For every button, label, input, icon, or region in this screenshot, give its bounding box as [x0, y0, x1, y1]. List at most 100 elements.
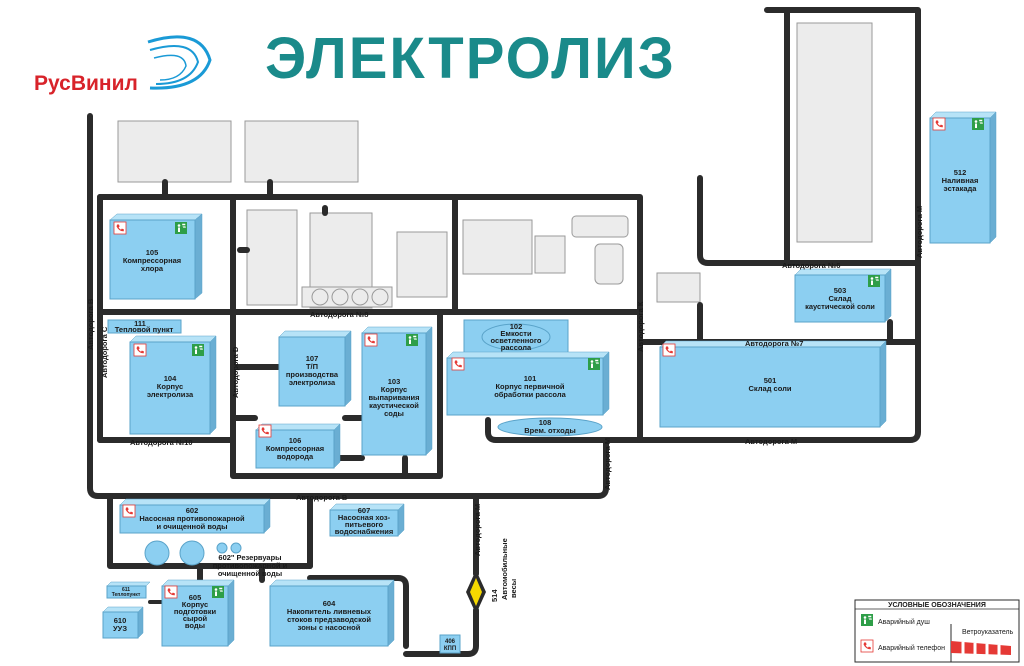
reservoirs-602[interactable]: 602" Резервуары противопожарной и очищен…	[144, 540, 288, 578]
building-111-line-2: Тепловой пункт	[115, 325, 174, 334]
reservoirs-602-line-3: очищенной воды	[218, 569, 282, 578]
building-501-line-2: Склад соли	[749, 384, 792, 393]
building-611[interactable]: 611 Теплопункт	[106, 581, 151, 599]
shower-icon[interactable]	[867, 274, 881, 288]
building-406-line-2: КПП	[444, 646, 456, 652]
road-label-m: Автодорога М	[745, 437, 797, 446]
building-604-line-4: зоны с насосной	[298, 623, 361, 632]
building-101[interactable]: 101 Корпус первичной обработки рассола	[446, 351, 610, 416]
building-512-line-2: Наливная	[942, 176, 979, 185]
phone-icon[interactable]	[932, 117, 946, 131]
rusvinil-logo: РусВинил	[34, 35, 212, 95]
building-107-line-4: электролиза	[289, 378, 336, 387]
building-105-line-2: Компрессорная	[123, 256, 181, 265]
building-512-line-1: 512	[954, 168, 967, 177]
road-label-m-vertical-2: Автодорога М	[915, 206, 924, 258]
legend-title: УСЛОВНЫЕ ОБОЗНАЧЕНИЯ	[888, 602, 986, 609]
phone-icon[interactable]	[113, 221, 127, 235]
building-103-line-2: Корпус	[381, 385, 407, 394]
phone-icon[interactable]	[133, 343, 147, 357]
building-611-line-2: Теплопункт	[112, 592, 141, 598]
shower-icon[interactable]	[191, 343, 205, 357]
building-610-line-1: 610	[114, 616, 127, 625]
building-107-line-2: Т/П	[306, 362, 318, 371]
building-501[interactable]: 501 Склад соли	[659, 340, 887, 428]
building-102-line-4: рассола	[501, 343, 532, 352]
building-101-line-3: обработки рассола	[494, 390, 566, 399]
phone-icon[interactable]	[122, 504, 136, 518]
building-111-line-1: 111	[134, 319, 146, 328]
building-607-line-4: водоснабжения	[335, 527, 394, 536]
building-103[interactable]: 103 Корпус выпаривания каустической соды	[361, 326, 433, 456]
building-102-line-1: 102	[510, 322, 523, 331]
road-label-v-vertical: Автодорога В	[86, 298, 95, 350]
building-107[interactable]: 107 Т/П производства электролиза	[278, 330, 352, 407]
phone-icon[interactable]	[451, 357, 465, 371]
building-604[interactable]: 604 Накопитель ливневых стоков предзавод…	[269, 579, 395, 647]
shower-icon[interactable]	[405, 333, 419, 347]
building-605-line-5: воды	[185, 621, 205, 630]
building-105-line-3: хлора	[141, 264, 164, 273]
building-607-line-2: Насосная хоз-	[338, 513, 391, 522]
building-101-line-2: Корпус первичной	[495, 382, 564, 391]
phone-icon[interactable]	[662, 343, 676, 357]
grey-buildings	[117, 22, 873, 309]
building-101-line-1: 101	[524, 374, 537, 383]
building-104-line-3: электролиза	[147, 390, 194, 399]
building-610-line-2: УУЗ	[113, 624, 127, 633]
building-602-line-1: 602	[186, 506, 199, 515]
phone-icon[interactable]	[364, 333, 378, 347]
shower-icon[interactable]	[211, 585, 225, 599]
building-501-line-1: 501	[764, 376, 777, 385]
legend-windsock-label: Ветроуказатель	[962, 629, 1014, 636]
shower-icon[interactable]	[971, 117, 985, 131]
building-602[interactable]: 602 Насосная противопожарной и очищенной…	[119, 498, 271, 534]
building-107-line-1: 107	[306, 354, 319, 363]
building-406[interactable]: 406 КПП	[439, 634, 461, 654]
road-label-514: 514	[490, 589, 499, 602]
building-108[interactable]: 108 Врем. отходы	[497, 417, 603, 437]
building-104[interactable]: 104 Корпус электролиза	[129, 335, 217, 435]
building-611-line-1: 611	[122, 587, 130, 593]
road-label-514-sub: Автомобильные	[500, 538, 509, 600]
road-label-d: Автодорога D	[231, 346, 240, 398]
building-610[interactable]: 610 УУЗ	[102, 606, 144, 639]
road-label-6: Автодорога №6	[782, 261, 840, 270]
legend-shower-label: Аварийный душ	[878, 618, 930, 626]
building-103-line-5: соды	[384, 409, 404, 418]
building-605-line-2: Корпус	[182, 600, 208, 609]
building-102-line-3: осветленного	[491, 336, 542, 345]
checkpoint-514	[466, 570, 486, 614]
building-512[interactable]: 512 Наливная эстакада	[929, 111, 997, 244]
logo-text: РусВинил	[34, 72, 138, 95]
building-607[interactable]: 607 Насосная хоз- питьевого водоснабжени…	[329, 503, 405, 537]
building-604-line-2: Накопитель ливневых	[287, 607, 372, 616]
building-108-line-1: 108	[539, 418, 552, 427]
legend: УСЛОВНЫЕ ОБОЗНАЧЕНИЯ Аварийный душ Авари…	[854, 599, 1020, 663]
road-network	[87, 7, 921, 657]
road-label-m-vertical-3: Автодорога М	[473, 504, 482, 556]
building-108-line-2: Врем. отходы	[524, 426, 576, 435]
building-106-line-2: Компрессорная	[266, 444, 324, 453]
shower-icon[interactable]	[174, 221, 188, 235]
building-102[interactable]: 102 Емкости осветленного рассола	[463, 319, 569, 355]
road-labels: Автодорога №8 Автодорога №10 Автодорога …	[86, 206, 924, 602]
phone-icon[interactable]	[258, 424, 272, 438]
road-label-514-sub2: весы	[509, 579, 518, 598]
page-title: ЭЛЕКТРОЛИЗ	[265, 26, 676, 91]
reservoirs-602-line-1: 602" Резервуары	[218, 553, 281, 562]
building-406-line-1: 406	[445, 639, 456, 645]
road-label-m-vertical-1: Автодорога М	[603, 438, 612, 490]
building-111[interactable]: 111 Тепловой пункт	[107, 319, 182, 334]
building-103-line-1: 103	[388, 377, 401, 386]
shower-icon[interactable]	[587, 357, 601, 371]
building-604-line-1: 604	[323, 599, 336, 608]
phone-icon[interactable]	[164, 585, 178, 599]
road-label-10: Автодорога №10	[130, 438, 193, 447]
building-104-line-2: Корпус	[157, 382, 183, 391]
building-107-line-3: производства	[286, 370, 339, 379]
building-605-line-1: 605	[189, 593, 202, 602]
road-label-k: Автодорога К	[636, 301, 645, 352]
building-512-line-3: эстакада	[944, 184, 978, 193]
